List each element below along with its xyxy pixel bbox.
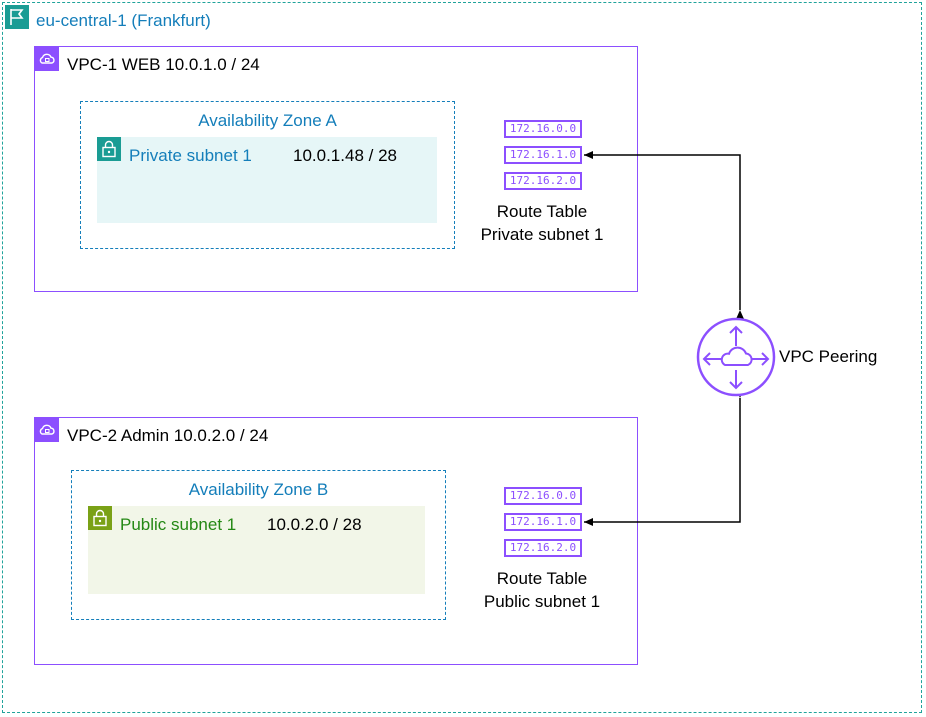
vpc-cloud-icon bbox=[35, 418, 59, 442]
availability-zone-b-label: Availability Zone B bbox=[188, 480, 329, 499]
region-label: eu-central-1 (Frankfurt) bbox=[36, 11, 211, 30]
public-subnet-1-cidr: 10.0.2.0 / 28 bbox=[267, 515, 362, 534]
connector-vpc1 bbox=[584, 151, 744, 319]
route-entry: 172.16.0.0 bbox=[504, 120, 582, 138]
connector-vpc2 bbox=[584, 389, 744, 526]
vpc-peering-icon bbox=[696, 317, 776, 397]
private-subnet-1-name: Private subnet 1 bbox=[129, 146, 252, 165]
private-subnet-1-cidr: 10.0.1.48 / 28 bbox=[293, 146, 397, 165]
route-entry: 172.16.2.0 bbox=[504, 539, 582, 557]
region-flag-icon bbox=[5, 5, 29, 29]
vpc-1-label: VPC-1 WEB 10.0.1.0 / 24 bbox=[67, 55, 260, 74]
route-table-subnet: Private subnet 1 bbox=[480, 225, 604, 244]
route-table-public-caption: Route Table Public subnet 1 bbox=[452, 567, 632, 613]
route-table-title: Route Table bbox=[496, 569, 588, 588]
vpc-cloud-icon bbox=[35, 47, 59, 71]
vpc-2-label: VPC-2 Admin 10.0.2.0 / 24 bbox=[67, 426, 269, 445]
private-subnet-lock-icon bbox=[97, 137, 121, 161]
availability-zone-a: Availability Zone A Private subnet 1 10.… bbox=[80, 101, 455, 249]
public-subnet-1-name: Public subnet 1 bbox=[120, 515, 237, 534]
vpc-1-container: VPC-1 WEB 10.0.1.0 / 24 Availability Zon… bbox=[34, 46, 638, 292]
private-subnet-1: Private subnet 1 10.0.1.48 / 28 bbox=[97, 137, 437, 223]
public-subnet-lock-icon bbox=[88, 506, 112, 530]
route-entry: 172.16.2.0 bbox=[504, 172, 582, 190]
vpc-2-container: VPC-2 Admin 10.0.2.0 / 24 Availability Z… bbox=[34, 417, 638, 665]
route-entry: 172.16.1.0 bbox=[504, 146, 582, 164]
vpc-peering-label: VPC Peering bbox=[779, 347, 878, 366]
route-entry: 172.16.1.0 bbox=[504, 513, 582, 531]
public-subnet-1: Public subnet 1 10.0.2.0 / 28 bbox=[88, 506, 425, 594]
route-table-title: Route Table bbox=[496, 202, 588, 221]
availability-zone-b: Availability Zone B Public subnet 1 10.0… bbox=[71, 470, 446, 620]
availability-zone-a-label: Availability Zone A bbox=[198, 111, 337, 130]
route-table-subnet: Public subnet 1 bbox=[483, 592, 601, 611]
route-table-private-caption: Route Table Private subnet 1 bbox=[452, 200, 632, 246]
route-entry: 172.16.0.0 bbox=[504, 487, 582, 505]
